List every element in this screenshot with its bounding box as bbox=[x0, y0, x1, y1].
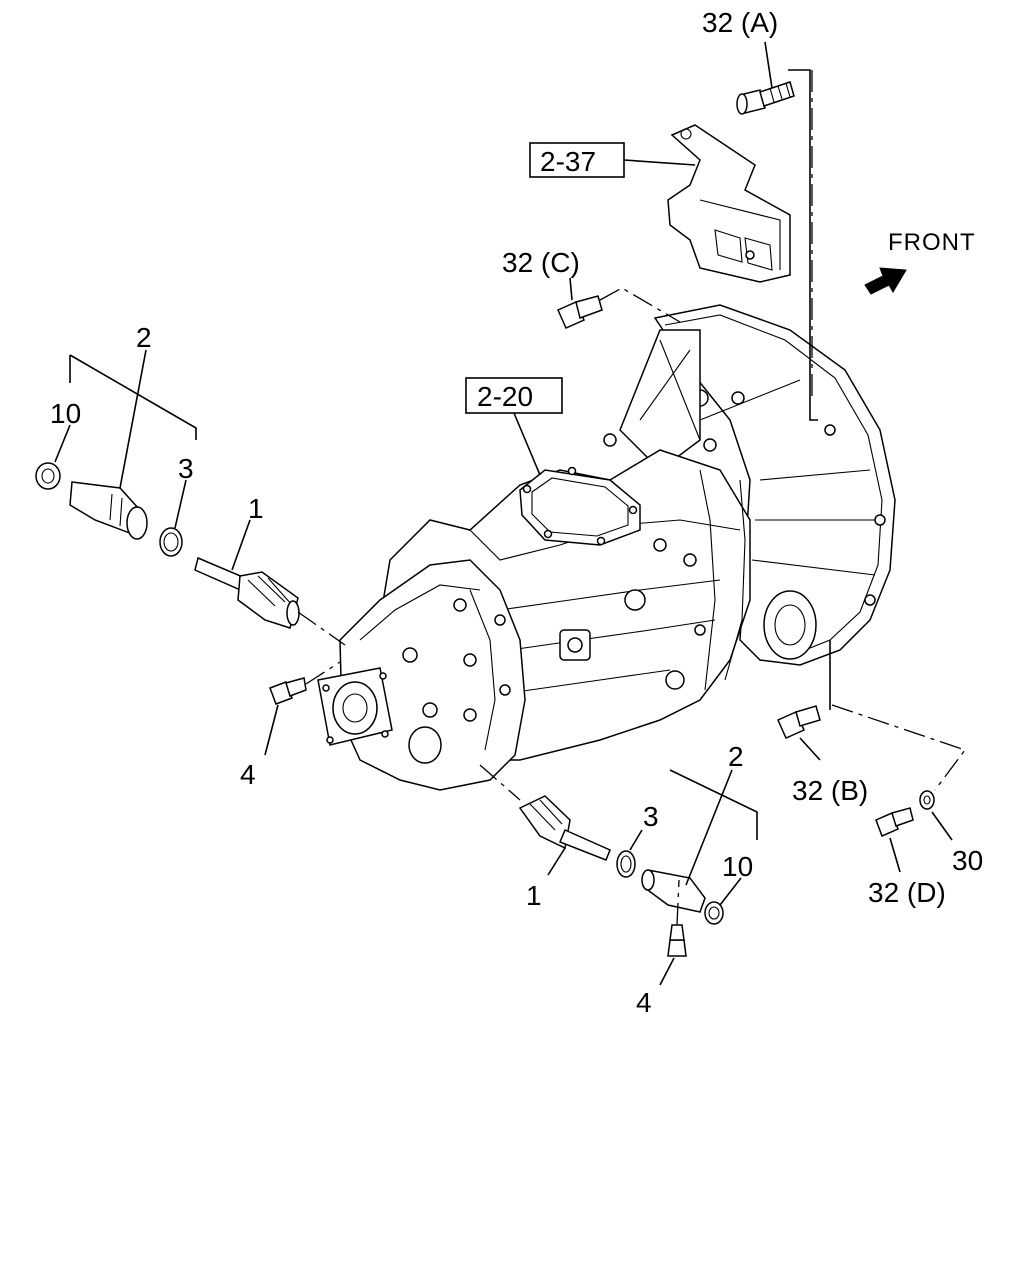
ref-box-bracket bbox=[529, 142, 625, 178]
bracket bbox=[667, 124, 791, 283]
callout-left-bolt: 4 bbox=[240, 759, 256, 790]
ref-box-case bbox=[465, 377, 563, 414]
ref-case-label: 2-20 bbox=[477, 381, 533, 412]
callout-right-oring: 3 bbox=[643, 801, 659, 832]
bolt-4-right-part bbox=[667, 924, 687, 957]
callout-left-shaft: 1 bbox=[248, 493, 264, 524]
callout-bolt-b: 32 (B) bbox=[792, 775, 868, 806]
left-sensor-set bbox=[35, 462, 300, 629]
callout-left-sensor: 2 bbox=[136, 322, 152, 353]
callout-left-oring: 3 bbox=[178, 453, 194, 484]
front-direction-label: FRONT bbox=[888, 229, 976, 256]
bolt-4-left-part bbox=[269, 677, 307, 705]
callout-washer: 30 bbox=[952, 845, 983, 876]
transmission-case bbox=[317, 304, 896, 791]
callout-right-shaft: 1 bbox=[526, 880, 542, 911]
callout-right-bolt: 4 bbox=[636, 987, 652, 1018]
ref-bracket-label: 2-37 bbox=[540, 146, 596, 177]
bolt-32a-part bbox=[736, 81, 795, 115]
callout-bolt-c: 32 (C) bbox=[502, 247, 580, 278]
leader-lines bbox=[54, 41, 967, 986]
front-arrow-icon bbox=[864, 267, 907, 295]
washer-part bbox=[919, 790, 935, 810]
right-sensor-set bbox=[518, 795, 724, 925]
bolt-32c-part bbox=[557, 295, 603, 329]
callout-right-sensor: 2 bbox=[728, 741, 744, 772]
callout-bolt-d: 32 (D) bbox=[868, 877, 946, 908]
bolt-32d-part bbox=[875, 807, 914, 838]
callout-right-cap: 10 bbox=[722, 851, 753, 882]
bolt-32b-part bbox=[777, 705, 821, 739]
callout-bolt-a: 32 (A) bbox=[702, 7, 778, 38]
callout-left-cap: 10 bbox=[50, 398, 81, 429]
